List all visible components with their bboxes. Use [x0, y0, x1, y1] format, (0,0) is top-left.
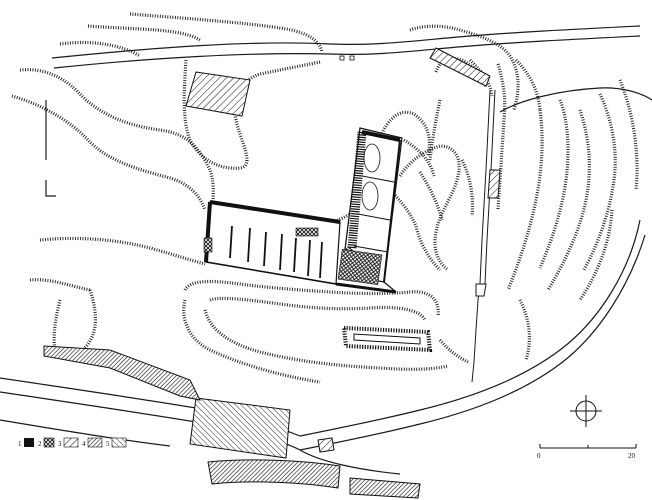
reservoir	[341, 325, 433, 353]
legend-number-4: 4	[82, 440, 86, 448]
main-building	[203, 127, 403, 294]
legend-item-2: 2	[38, 437, 55, 448]
legend-item-4: 4	[82, 437, 103, 448]
compass-rose-icon	[570, 395, 602, 427]
scale-bar: 0 20	[537, 444, 637, 460]
survey-ticks	[45, 100, 56, 197]
legend-number-3: 3	[58, 440, 62, 448]
legend-number-5: 5	[106, 440, 110, 448]
legend-number-1: 1	[18, 440, 22, 448]
legend-number-2: 2	[38, 440, 42, 448]
scale-start-label: 0	[537, 452, 541, 460]
scale-end-label: 20	[628, 452, 636, 460]
hatched-structures	[43, 47, 501, 499]
legend-item-3: 3	[58, 437, 79, 448]
legend-item-1: 1	[18, 438, 34, 448]
marker-posts	[339, 55, 355, 61]
legend: 1 2 3 4 5	[18, 437, 127, 448]
legend-item-5: 5	[106, 437, 127, 448]
contour-lines	[11, 12, 639, 384]
boundary-wall	[471, 89, 496, 383]
roads	[0, 25, 652, 475]
